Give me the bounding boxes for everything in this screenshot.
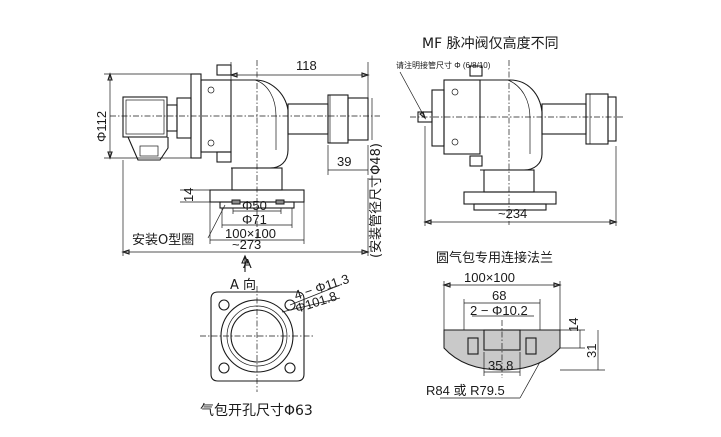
label-a-arrow: A [243,256,252,271]
label-oring: 安装O型圈 [132,233,194,248]
dim-234: ~234 [498,206,527,221]
bolt-hole [218,299,230,311]
dim-68: 68 [492,288,506,303]
a-view-flange-outline [210,291,305,382]
dim-phi71: Φ71 [242,212,267,227]
solenoid-coil [122,96,168,138]
dim-14-left: 14 [181,188,196,202]
caption-hole: 气包开孔尺寸Φ63 [200,403,313,419]
dim-39: 39 [337,154,351,169]
dim-35-8: 35.8 [488,358,513,373]
dim-118: 118 [296,58,317,73]
dim-31: 31 [584,344,599,358]
dim-2-phi10-2: 2 − Φ10.2 [470,303,528,318]
dim-phi112: Φ112 [94,111,109,142]
dim-phi48: (安装管径尺寸Φ48) [369,143,384,258]
dim-r84: R84 或 R79.5 [426,383,505,398]
valve-body [231,79,289,169]
dim-100x100-left: 100×100 [225,226,276,241]
note-pipe: 请注明接管尺寸 Φ (6/8/10) [396,60,491,70]
a-view: A 向 4 − Φ11.3 Φ101.8 气包开孔尺寸Φ63 [200,271,351,419]
title-mf: MF 脉冲阀仅高度不同 [422,35,559,52]
right-valve-view: MF 脉冲阀仅高度不同 请注明接管尺寸 Φ (6/8/10) ~234 [396,35,625,226]
dim-273: ~273 [232,237,261,252]
left-valve-view: 118 Φ112 39 (安装管径尺寸Φ48) 14 Φ50 Φ71 100×1… [94,58,384,272]
outlet-pipe [287,103,329,135]
dim-phi50: Φ50 [242,198,267,213]
connector-plug [127,136,169,161]
title-a-view: A 向 [230,277,256,293]
flange-section: 圆气包专用连接法兰 100×100 68 2 − Φ10.2 14 31 [426,250,605,399]
title-flange: 圆气包专用连接法兰 [436,250,553,266]
bolt-hole [218,362,230,374]
bolt-hole [284,362,296,374]
dim-14-right: 14 [566,318,581,332]
dim-100x100-right: 100×100 [464,270,515,285]
